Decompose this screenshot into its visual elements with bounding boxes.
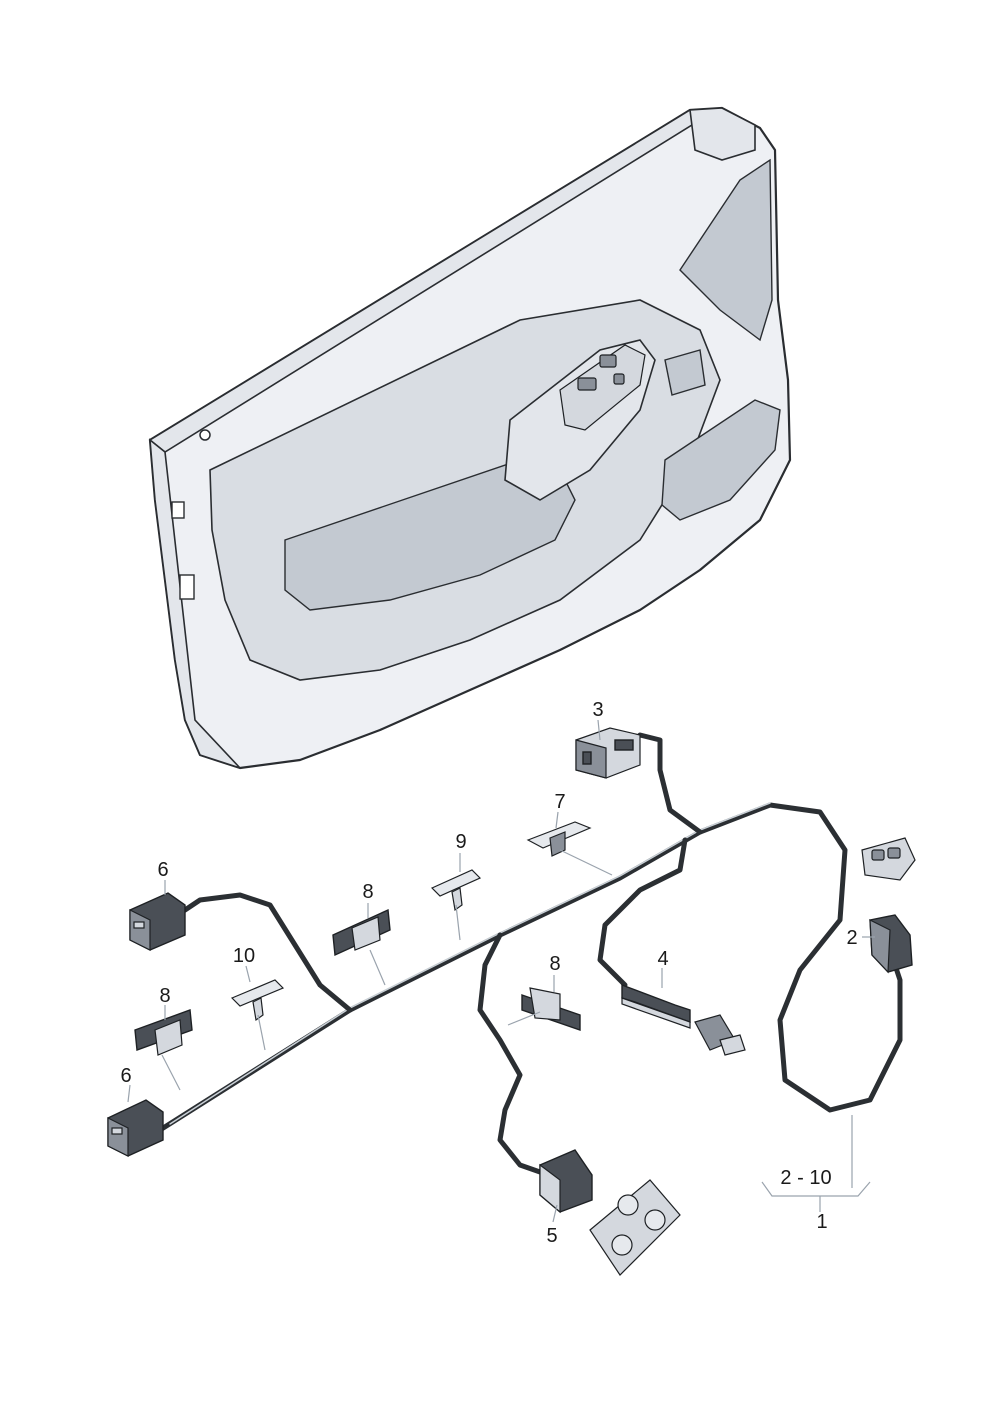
door-handle-recess	[664, 349, 706, 396]
callout-3: 3	[592, 699, 603, 721]
callout-10: 10	[233, 945, 255, 967]
harness-branch-4	[597, 837, 688, 988]
callout-range: 2 - 10	[780, 1167, 831, 1189]
callout-7: 7	[554, 791, 565, 813]
seat-adjust-switch-icon	[589, 1179, 681, 1276]
panel-slot	[179, 574, 195, 600]
callout-8-middle: 8	[362, 881, 373, 903]
harness-branch-5	[477, 932, 543, 1175]
callout-1: 1	[816, 1211, 827, 1233]
panel-hole	[199, 429, 211, 441]
callout-8-left: 8	[159, 985, 170, 1007]
clip-9	[430, 869, 482, 912]
leader-lines	[127, 719, 875, 1223]
clip-8-right	[521, 987, 581, 1031]
connector-6-bottom	[107, 1099, 164, 1157]
callout-labels: 3 7 9 8 6 10 8 4 8 6 2 5 2 - 10 1	[120, 699, 857, 1247]
callout-4: 4	[657, 948, 668, 970]
connector-6-top	[129, 892, 186, 951]
callout-5: 5	[546, 1225, 557, 1247]
connector-3	[575, 727, 641, 779]
harness-highlight	[169, 802, 771, 1125]
clip-8-left	[134, 1009, 193, 1056]
latch-detail	[689, 107, 756, 161]
speaker-grille	[661, 399, 781, 521]
door-panel-illustration	[148, 106, 792, 770]
wiring-harness	[157, 732, 903, 1175]
connector-4	[621, 983, 691, 1029]
panel-slot	[171, 501, 185, 519]
connector-2	[869, 914, 913, 974]
window-switch-icon	[861, 837, 916, 881]
callout-9: 9	[455, 831, 466, 853]
upper-trim-insert	[679, 158, 773, 342]
clip-8-middle	[332, 908, 391, 957]
clip-10	[230, 979, 285, 1022]
lamp-bulb-icon	[694, 1014, 746, 1056]
harness-branch-3	[637, 732, 703, 835]
callout-6-bottom: 6	[120, 1065, 131, 1087]
callout-2: 2	[846, 927, 857, 949]
callout-8-right: 8	[549, 953, 560, 975]
window-switch-module-icon	[559, 344, 646, 431]
harness-branch-6-top	[182, 892, 353, 1013]
harness-main-trunk	[157, 802, 903, 1133]
switch-housing-5	[539, 1149, 593, 1214]
callout-6-top: 6	[157, 859, 168, 881]
clip-7	[526, 821, 592, 857]
